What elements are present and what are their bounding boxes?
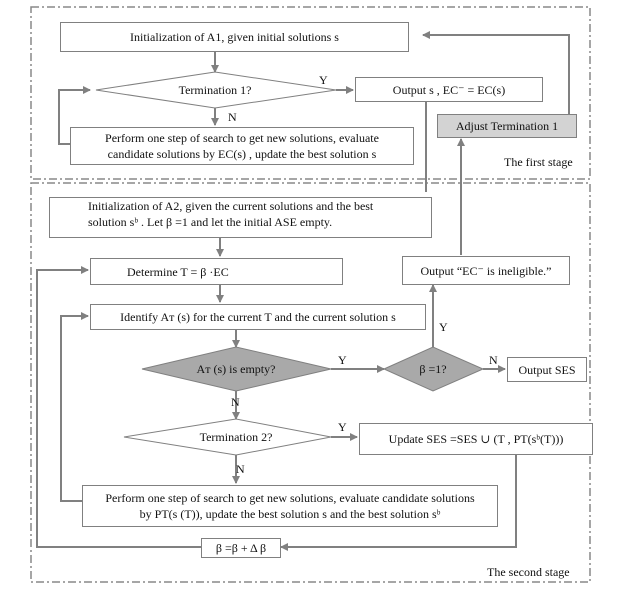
search-stage2-box: Perform one step of search to get new so… [82,485,498,527]
search-stage2-line1: Perform one step of search to get new so… [105,491,475,505]
output-ec-box: Output s , EC⁻ = EC(s) [355,77,543,102]
search-stage1-line1: Perform one step of search to get new so… [105,131,379,145]
init-a1-text: Initialization of A1, given initial solu… [130,30,339,44]
update-ses-box: Update SES =SES ∪ (T , PT(sᵇ(T))) [359,423,593,455]
identify-text: Identify Aᴛ (s) for the current T and th… [120,310,396,324]
empty-check-diamond [141,346,332,392]
beta-update-text: β =β + Δ β [215,541,267,555]
termination2-no-label: N [236,462,245,476]
beta-update-box: β =β + Δ β [201,538,281,558]
beta-check-no-label: N [489,353,498,367]
output-ses-box: Output SES [507,357,587,382]
adjust-termination-text: Adjust Termination 1 [455,119,559,133]
output-ineligible-text: Output “EC⁻ is ineligible.” [420,263,552,278]
empty-check-text: Aᴛ (s) is empty? [196,362,276,376]
termination2-yes-label: Y [338,420,347,434]
beta-check-yes-label: Y [439,320,448,334]
termination2-diamond [123,418,332,456]
output-ses-text: Output SES [518,362,576,377]
update-ses-text: Update SES =SES ∪ (T , PT(sᵇ(T))) [388,432,564,446]
beta-check-diamond [382,346,485,392]
beta-check-text: β =1? [419,362,447,376]
determine-box: Determine T = β ·EC [90,258,343,285]
termination1-no-label: N [228,110,237,124]
termination2-text: Termination 2? [199,430,273,444]
stage1-frame [30,6,591,180]
empty-check-no-label: N [231,395,240,409]
search-stage1-line2: candidate solutions by EC(s) , update th… [107,147,377,161]
output-ec-text: Output s , EC⁻ = EC(s) [392,82,506,97]
termination1-text: Termination 1? [178,83,252,97]
determine-text: Determine T = β ·EC [127,264,229,279]
output-ineligible-box: Output “EC⁻ is ineligible.” [402,256,570,285]
stage2-frame [30,182,591,583]
search-stage1-box: Perform one step of search to get new so… [70,127,414,165]
identify-box: Identify Aᴛ (s) for the current T and th… [90,304,426,330]
second-stage-label: The second stage [487,565,570,579]
first-stage-label: The first stage [504,155,573,169]
init-a1-box: Initialization of A1, given initial solu… [60,22,409,52]
termination1-diamond [95,71,337,109]
empty-check-yes-label: Y [338,353,347,367]
init-a2-line1: Initialization of A2, given the current … [88,199,374,213]
init-a2-line2: solution sᵇ . Let β =1 and let the initi… [88,215,333,229]
termination1-yes-label: Y [319,73,328,87]
adjust-termination-box: Adjust Termination 1 [437,114,577,138]
search-stage2-line2: by PT(s (T)), update the best solution s… [139,507,441,521]
init-a2-box: Initialization of A2, given the current … [49,197,432,238]
